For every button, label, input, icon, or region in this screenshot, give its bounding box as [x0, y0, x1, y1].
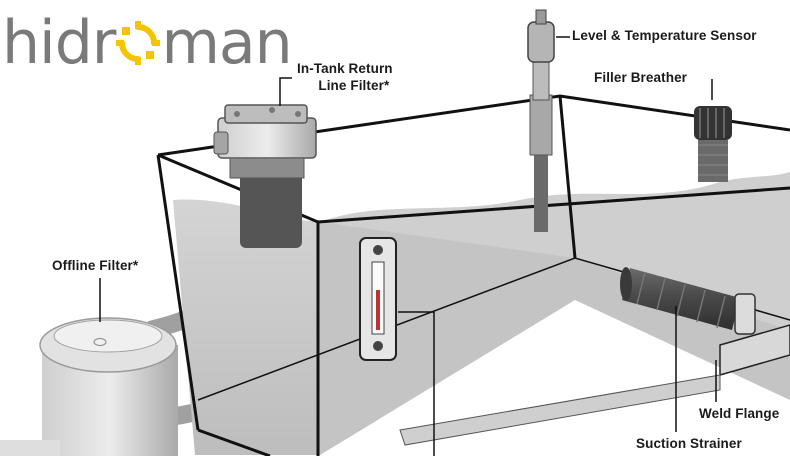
label-in-tank-return-line-filter: In-Tank Return Line Filter* — [297, 60, 393, 94]
level-temperature-sensor — [527, 9, 555, 232]
logo-text-right: man — [161, 8, 292, 78]
offline-filter-unit — [0, 317, 178, 456]
label-level-temperature-sensor: Level & Temperature Sensor — [572, 28, 757, 43]
callout-lines — [99, 36, 717, 456]
gear-icon — [116, 21, 161, 65]
label-suction-strainer: Suction Strainer — [636, 436, 742, 451]
label-offline-filter: Offline Filter* — [52, 258, 139, 273]
label-in-tank-return-line-2: Line Filter* — [318, 78, 390, 93]
filler-breather — [694, 106, 732, 182]
return-line-filter — [213, 104, 317, 248]
suction-strainer-part — [620, 267, 756, 335]
label-in-tank-return-line-1: In-Tank Return — [297, 61, 393, 76]
tank-base — [399, 324, 790, 446]
label-filler-breather: Filler Breather — [594, 70, 688, 85]
sight-glass-gauge — [359, 237, 397, 361]
label-weld-flange: Weld Flange — [699, 406, 780, 421]
logo-text-left: hidr — [2, 8, 116, 78]
